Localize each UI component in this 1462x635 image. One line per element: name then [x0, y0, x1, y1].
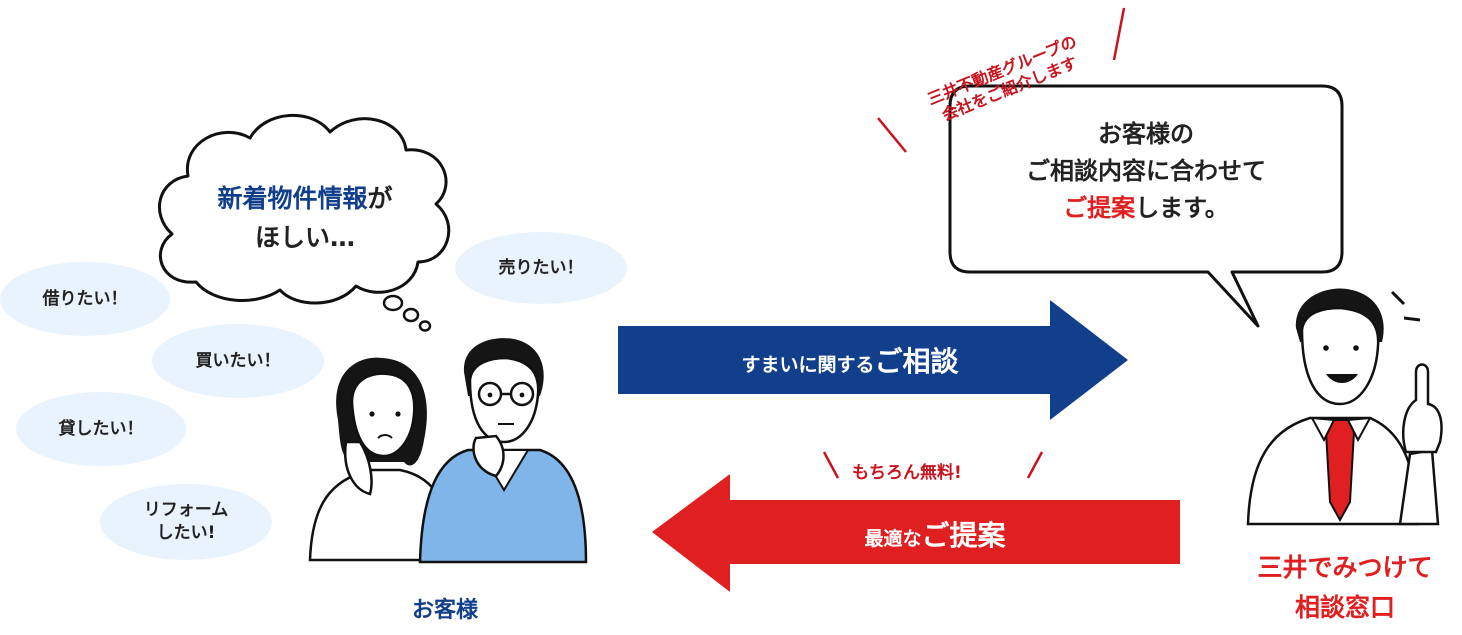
- wish-bubble-buy: 買いたい！: [152, 324, 324, 398]
- wish-text-line1: リフォーム: [143, 500, 229, 521]
- speech-line1: お客様の: [1098, 120, 1194, 148]
- consultation-label-big: ご相談: [874, 345, 959, 378]
- free-note: もちろん無料!: [852, 463, 962, 483]
- wish-text: 売りたい！: [498, 257, 584, 278]
- free-note-tick-right: [1026, 451, 1044, 479]
- wish-text: 借りたい！: [42, 288, 128, 309]
- thought-cloud-text: 新着物件情報が ほしい…: [175, 180, 435, 258]
- free-note-tick-left: [822, 451, 840, 479]
- thought-suffix: が: [367, 184, 393, 213]
- consultation-label-small: すまいに関する: [741, 354, 875, 376]
- speech-suffix: します。: [1135, 194, 1229, 223]
- speech-line2: ご相談内容に合わせて: [1026, 157, 1266, 186]
- thought-highlight: 新着物件情報: [217, 184, 368, 213]
- advisor-label: 三井でみつけて 相談窓口: [1230, 548, 1460, 628]
- advisor-label-line1: 三井でみつけて: [1257, 553, 1433, 582]
- proposal-arrow-left: [652, 474, 1180, 592]
- advisor-label-line2: 相談窓口: [1294, 593, 1395, 622]
- wish-bubble-borrow: 借りたい！: [0, 262, 170, 336]
- consultation-arrow-label: すまいに関する ご相談: [620, 340, 1080, 380]
- proposal-label-big: ご提案: [921, 519, 1006, 552]
- customer-label: お客様: [411, 598, 478, 623]
- wish-bubble-reform: リフォーム したい!: [100, 484, 272, 560]
- speech-bubble-text: お客様の ご相談内容に合わせて ご提案します。: [952, 116, 1340, 228]
- proposal-arrow-label: 最適な ご提案: [690, 514, 1180, 554]
- intro-note-tick-left: [877, 117, 907, 153]
- customer-couple-illustration: [308, 338, 588, 564]
- wish-text: 買いたい！: [195, 350, 281, 371]
- intro-note-tick-right: [1112, 7, 1126, 61]
- wish-text-line2: したい!: [156, 523, 216, 543]
- proposal-label-small: 最適な: [864, 528, 922, 550]
- advisor-illustration: [1246, 288, 1443, 526]
- thought-line2: ほしい…: [254, 222, 355, 252]
- consultation-arrow-right: [618, 300, 1128, 420]
- speech-highlight: ご提案: [1063, 194, 1136, 223]
- wish-text: 貸したい！: [58, 418, 144, 439]
- wish-bubble-lend: 貸したい！: [16, 392, 186, 466]
- wish-bubble-sell: 売りたい！: [455, 232, 627, 304]
